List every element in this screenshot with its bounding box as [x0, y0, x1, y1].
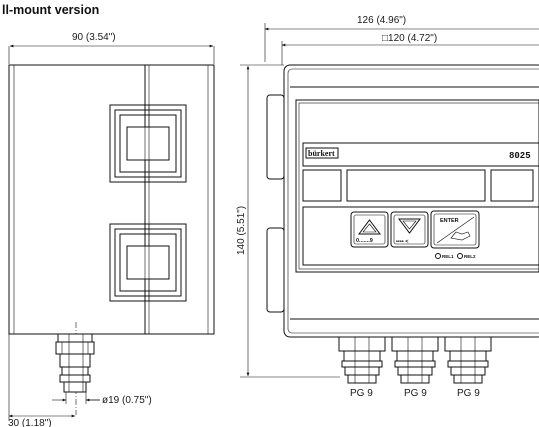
cable-gland-3 — [444, 336, 492, 384]
gland-1-label: PG 9 — [350, 388, 373, 399]
hand-pointer-icon — [450, 231, 471, 241]
brand-logo — [305, 147, 339, 159]
enter-key: ENTER — [430, 210, 480, 249]
side-width-label: 90 (3.54") — [72, 32, 116, 43]
relay-1-led-icon — [435, 253, 441, 259]
right-display-window — [490, 169, 534, 202]
enter-key-label: ENTER — [440, 218, 459, 224]
side-view: 90 (3.54") — [8, 32, 215, 427]
cable-gland-1 — [338, 336, 386, 384]
upper-mounting-lug — [266, 94, 285, 180]
overall-width-label: 126 (4.96") — [357, 15, 406, 26]
lower-mounting-lug — [266, 227, 285, 313]
brand-label: bürkert — [308, 149, 335, 158]
height-label: 140 (5.51") — [236, 206, 247, 255]
relay-2-label: REL2 — [464, 254, 476, 259]
gland-3-label: PG 9 — [457, 388, 480, 399]
gland-2-label: PG 9 — [404, 388, 427, 399]
up-key: 0.......9 — [350, 211, 389, 248]
side-cable-gland — [55, 333, 95, 393]
drawing-title: ll-mount version — [2, 3, 99, 17]
bottom-dimension-label: 30 (1.18") — [8, 418, 52, 427]
cable-gland-2 — [391, 336, 439, 384]
lower-switch — [109, 223, 187, 302]
main-display-window — [346, 169, 486, 202]
front-view: 126 (4.96") □120 (4.72") 140 (5.51") bür… — [236, 15, 539, 399]
keypad-area — [302, 206, 539, 266]
front-panel — [295, 99, 539, 273]
down-key-label: •••• < — [396, 239, 408, 245]
left-display-window — [302, 169, 342, 202]
brand-strip — [302, 142, 539, 167]
down-key: •••• < — [390, 211, 429, 248]
pipe-diameter-label: ø19 (0.75") — [102, 395, 152, 406]
enclosure-side-body — [8, 64, 215, 335]
relay-1-label: REL1 — [442, 254, 454, 259]
square-size-label: □120 (4.72") — [382, 33, 437, 44]
model-label: 8025 — [509, 151, 531, 161]
up-key-label: 0.......9 — [356, 238, 373, 244]
relay-2-led-icon — [457, 253, 463, 259]
upper-switch — [109, 104, 187, 183]
